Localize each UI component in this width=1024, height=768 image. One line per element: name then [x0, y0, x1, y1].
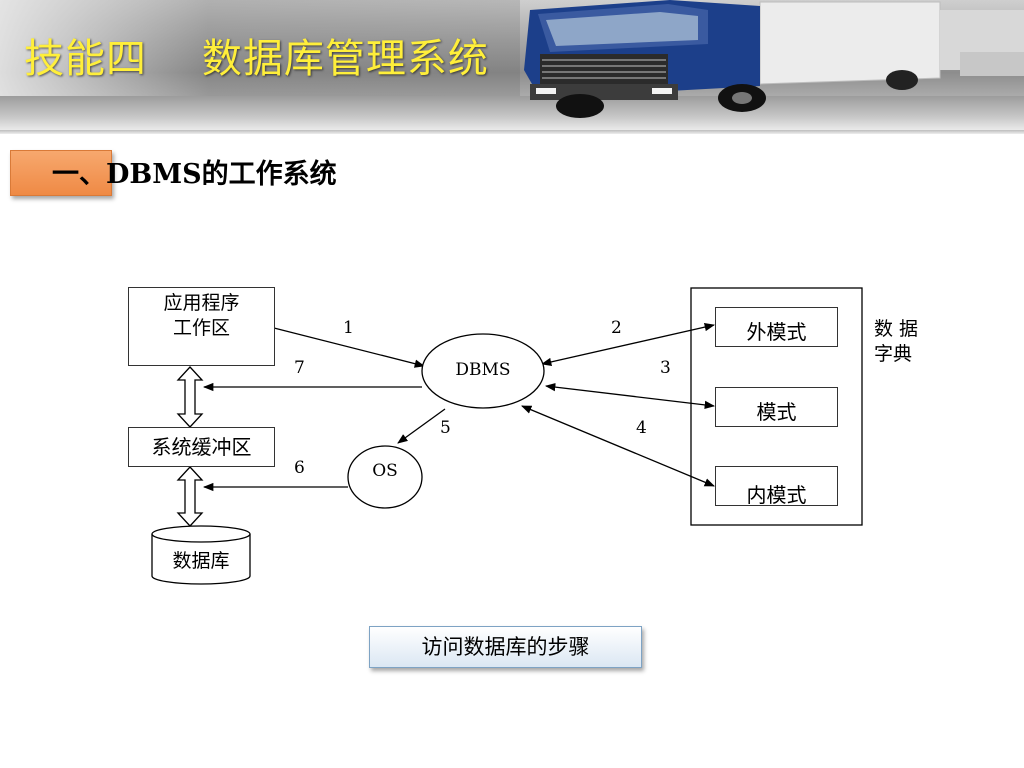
section-title: 一、DBMS的工作系统 [52, 159, 337, 190]
os-ellipse [347, 445, 423, 509]
step-number-3: 3 [660, 358, 671, 378]
database-label: 数据库 [172, 550, 230, 572]
step-number-6: 6 [294, 458, 305, 478]
arrow-step-2 [540, 323, 716, 366]
step-number-1: 1 [343, 318, 354, 338]
step-number-4: 4 [636, 418, 647, 438]
arrow-step-5 [397, 408, 446, 444]
header-banner: 技能四 数据库管理系统 [0, 0, 1024, 132]
internal-schema-label: 内模式 [746, 483, 807, 507]
diagram-caption: 访问数据库的步骤 [369, 626, 642, 668]
dbms-ellipse [421, 333, 545, 409]
arrow-step-1 [273, 327, 426, 368]
truck-image [524, 0, 1024, 118]
arrow-step-3 [544, 382, 716, 410]
banner-divider [0, 130, 1024, 134]
schema-box: 模式 [715, 387, 838, 427]
step-number-7: 7 [294, 358, 305, 378]
system-buffer-box: 系统缓冲区 [128, 427, 275, 467]
step-number-2: 2 [611, 318, 622, 338]
external-schema-box: 外模式 [715, 307, 838, 347]
step-number-5: 5 [440, 418, 451, 438]
system-buffer-label: 系统缓冲区 [151, 435, 252, 459]
page-title: 技能四 数据库管理系统 [24, 36, 489, 82]
section-tag [10, 150, 112, 196]
external-schema-label: 外模式 [746, 320, 807, 344]
data-dictionary-label: 数 据 字典 [874, 318, 919, 365]
arrow-step-4 [521, 405, 715, 487]
os-label: OS [372, 461, 398, 481]
schema-container [690, 287, 863, 526]
banner-road [0, 96, 1024, 132]
schema-label: 模式 [756, 400, 797, 424]
block-arrow-app-buffer [176, 366, 204, 428]
dbms-label: DBMS [455, 360, 511, 380]
internal-schema-box: 内模式 [715, 466, 838, 507]
app-workarea-label: 应用程序 工作区 [163, 292, 240, 339]
block-arrow-buffer-db [176, 466, 204, 527]
app-workarea-box: 应用程序 工作区 [128, 287, 275, 366]
database-cylinder [151, 525, 251, 585]
